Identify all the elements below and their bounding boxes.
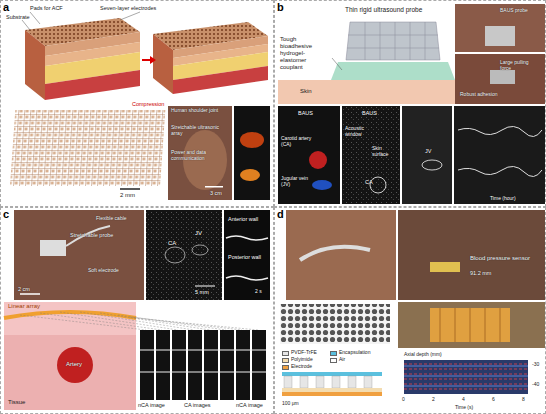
figure-label: Stretchable probe	[70, 232, 113, 238]
figure-label: Skin surface	[372, 146, 398, 158]
legend-text: PVDF-TrFE	[291, 350, 317, 356]
figure-label: 6	[492, 397, 495, 403]
figure-label: Blood pressure sensor	[470, 255, 530, 262]
figure-label: Compression	[132, 101, 164, 107]
panel-letter: b	[277, 1, 284, 13]
panel-letter: a	[3, 1, 9, 13]
figure-label: JV	[195, 230, 202, 237]
figure-label: BAUS	[362, 110, 377, 116]
figure-label: 4	[462, 397, 465, 403]
figure-label: Power and data communication	[171, 150, 229, 162]
figure-label: Stretchable ultrasonic array	[171, 125, 229, 137]
figure-label: 5 mm	[195, 289, 209, 295]
legend-swatch	[282, 358, 289, 363]
figure-label: Flexible cable	[96, 216, 127, 222]
panel-letter: c	[3, 208, 9, 220]
figure-label: Time (s)	[455, 405, 473, 411]
figure-label: 2	[432, 397, 435, 403]
legend-text: Encapsulation	[339, 350, 370, 356]
figure-label: 2 mm	[120, 192, 135, 199]
panel-box: c	[0, 207, 274, 414]
legend-swatch	[330, 351, 337, 356]
skin-block	[25, 18, 140, 100]
figure-label: Robust adhesion	[460, 92, 498, 98]
figure-label: Anterior wall	[228, 216, 268, 222]
figure-label: Time (hour)	[490, 196, 516, 202]
figure-label: 91.2 mm	[470, 270, 491, 276]
legend-swatch	[330, 358, 337, 363]
figure-label: BAUS probe	[500, 8, 528, 14]
figure-label: -40	[532, 382, 539, 388]
figure-label: Pads for ACF	[30, 5, 63, 11]
figure-label: Tissue	[8, 399, 25, 406]
figure-label: CA	[365, 179, 373, 185]
figure-label: Posterior wall	[228, 254, 268, 260]
figure-label: CA	[168, 240, 176, 247]
legend-text: Electrode	[291, 364, 312, 370]
figure-label: BAUS	[298, 110, 313, 116]
figure-label: 2 cm	[18, 286, 30, 292]
legend-swatch	[282, 365, 289, 370]
figure-label: Axial depth (mm)	[404, 352, 442, 358]
figure-label: Substrate	[6, 14, 30, 20]
legend-swatch	[282, 351, 289, 356]
figure-label: Jugular vein (JV)	[281, 176, 317, 188]
figure-label: Acoustic window	[345, 126, 373, 138]
figure-label: 2 s	[255, 289, 262, 295]
figure-label: 0	[402, 397, 405, 403]
figure-label: nCA image	[236, 402, 263, 408]
figure-label: CA images	[184, 402, 211, 408]
figure-label: Human shoulder joint	[171, 108, 218, 114]
figure-label: Linear array	[8, 303, 40, 310]
legend-text: Air	[339, 357, 345, 363]
figure-label: Thin rigid ultrasound probe	[345, 6, 422, 13]
figure-label: Skin	[300, 88, 312, 95]
figure-label: Seven-layer electrodes	[100, 5, 156, 11]
figure-label: Carotid artery (CA)	[281, 136, 317, 148]
figure-label: Large pulling force	[500, 60, 540, 72]
panel-box: d	[274, 207, 546, 414]
figure-label: Artery	[66, 361, 82, 368]
figure-label: 3 cm	[210, 190, 222, 196]
figure-label: 8	[522, 397, 525, 403]
skin-block-compressed	[153, 22, 268, 94]
legend-text: Polyimide	[291, 357, 313, 363]
figure-label: -30	[532, 362, 539, 368]
panel-letter: d	[277, 208, 284, 220]
figure-label: Soft electrode	[88, 268, 119, 274]
panel-box: b	[274, 0, 546, 207]
figure-label: nCA image	[138, 402, 165, 408]
figure-label: 100 μm	[282, 401, 299, 407]
figure-label: Tough bioadhesive hydrogel-elastomer cou…	[280, 36, 330, 70]
figure-label: JV	[425, 148, 431, 154]
